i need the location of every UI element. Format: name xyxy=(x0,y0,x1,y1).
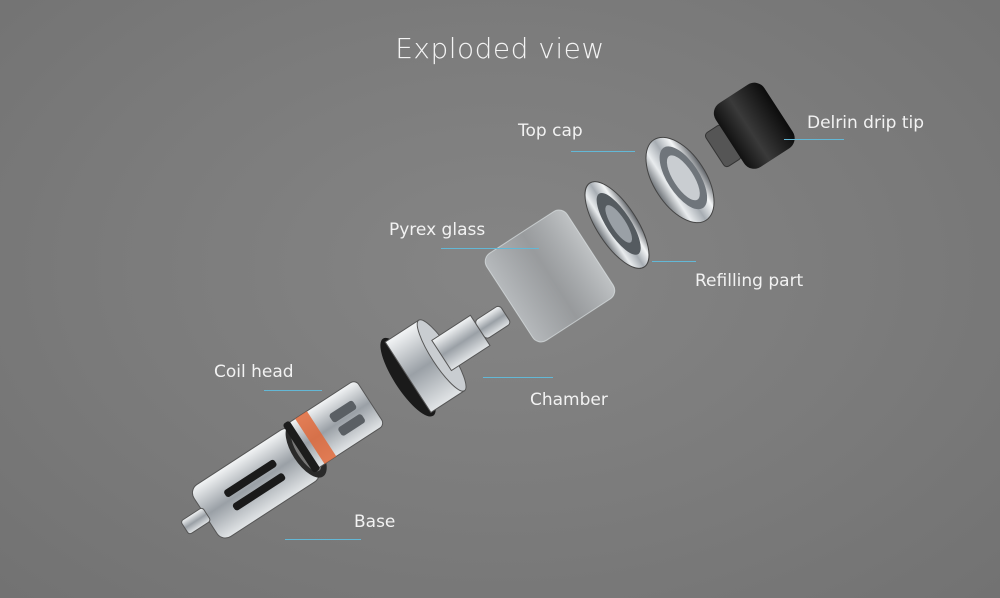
pyrex-glass-part xyxy=(484,209,616,343)
delrin-drip-tip-part xyxy=(704,82,795,169)
leader-delrin-drip-tip xyxy=(784,139,844,140)
label-refilling-part: Refilling part xyxy=(695,271,804,291)
coil-head-part xyxy=(283,381,384,473)
label-top-cap: Top cap xyxy=(518,121,583,141)
top-cap-part xyxy=(645,136,715,224)
leader-coil-head xyxy=(264,390,322,391)
label-pyrex-glass: Pyrex glass xyxy=(389,220,486,240)
refilling-part xyxy=(584,181,650,269)
label-delrin-drip-tip: Delrin drip tip xyxy=(807,113,925,133)
leader-refilling-part xyxy=(652,261,696,262)
label-chamber: Chamber xyxy=(530,390,608,410)
diagram-title: Exploded view xyxy=(395,32,605,65)
leader-top-cap xyxy=(571,151,635,152)
label-base: Base xyxy=(354,512,396,532)
leader-base xyxy=(285,539,361,540)
leader-chamber xyxy=(483,377,553,378)
leader-pyrex-glass xyxy=(441,248,539,249)
label-coil-head: Coil head xyxy=(214,362,294,382)
chamber-part xyxy=(380,305,511,417)
